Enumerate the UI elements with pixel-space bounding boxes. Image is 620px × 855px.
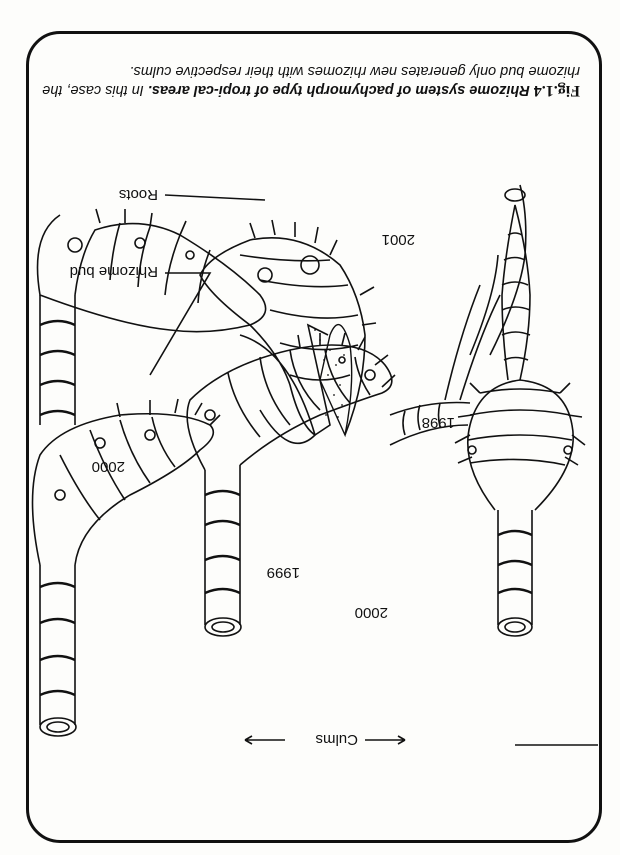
figure-number: Fig.1.4 bbox=[534, 82, 580, 99]
rhizome-2000-right bbox=[33, 399, 221, 565]
year-2001-label: 2001 bbox=[382, 231, 415, 248]
rhizome-bud-leader bbox=[150, 273, 210, 375]
rhizome-bud-label: Rhizome bud bbox=[70, 263, 158, 280]
roots-label: Roots bbox=[119, 186, 158, 203]
culms-leader-right bbox=[245, 736, 285, 744]
new-rhizome-tip bbox=[445, 185, 526, 400]
culms-leader-left bbox=[365, 736, 405, 744]
culm-2000-left bbox=[40, 295, 75, 425]
roots-leader bbox=[165, 195, 265, 200]
rhizome-1998 bbox=[390, 189, 585, 510]
figure-title: Rhizome system of pachymorph type of tro… bbox=[148, 82, 530, 98]
culm-1999 bbox=[205, 465, 241, 636]
year-1998-label: 1998 bbox=[422, 414, 455, 431]
year-1999-label: 1999 bbox=[267, 564, 300, 581]
figure-caption: Fig.1.4 Rhizome system of pachymorph typ… bbox=[40, 61, 580, 100]
year-2000-left-label: 2000 bbox=[92, 458, 125, 475]
culms-label: Culms bbox=[315, 731, 358, 748]
culm-2000-right bbox=[40, 565, 76, 736]
culm-1998 bbox=[498, 510, 532, 636]
year-2000-right-label: 2000 bbox=[355, 604, 388, 621]
